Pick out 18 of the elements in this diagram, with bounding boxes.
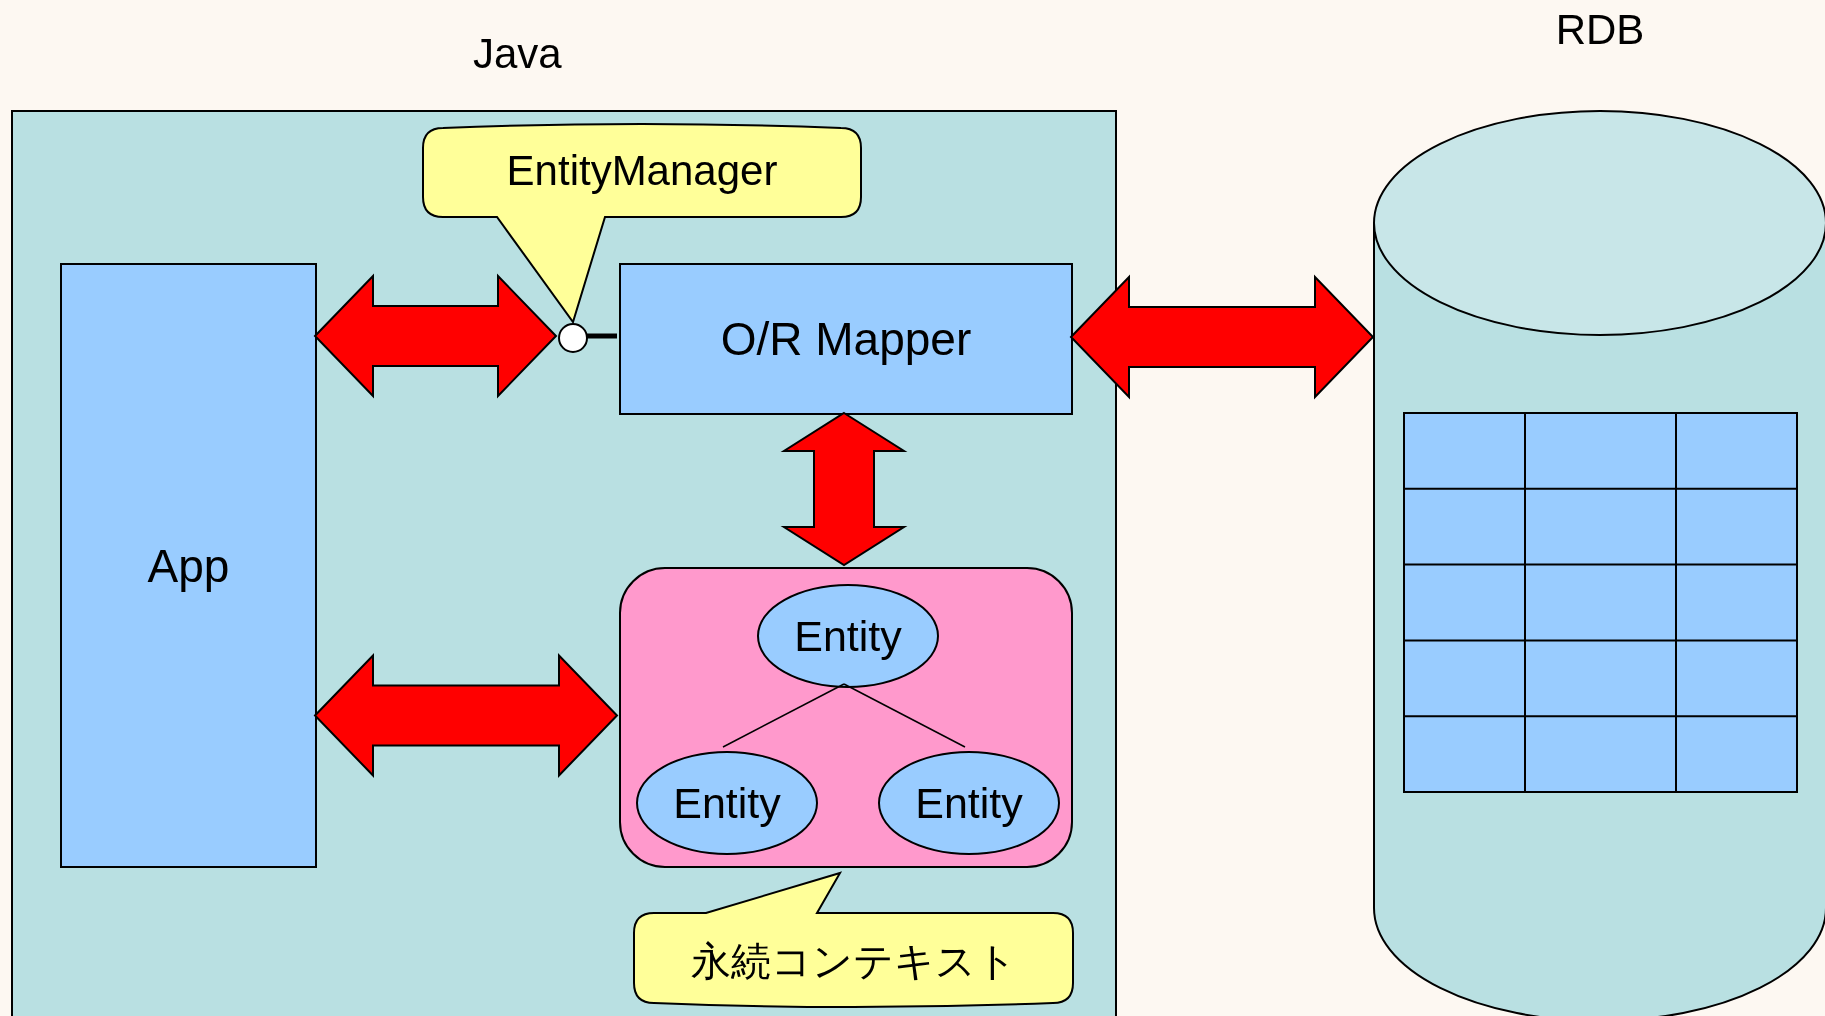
entity-ellipse: Entity — [636, 751, 818, 855]
connector-line — [843, 683, 966, 748]
block-arrow — [313, 653, 619, 778]
process-box: O/R Mapper — [619, 263, 1073, 415]
container-label: Java — [473, 30, 562, 78]
database-label: RDB — [1554, 6, 1646, 54]
block-arrow — [313, 273, 558, 399]
block-arrow — [1069, 274, 1375, 400]
connector-line — [722, 683, 845, 748]
connector-line — [586, 333, 617, 339]
callout-text: 永続コンテキスト — [689, 938, 1018, 985]
entity-ellipse: Entity — [878, 751, 1060, 855]
callout-text: EntityManager — [505, 147, 779, 196]
process-box: App — [60, 263, 317, 868]
context-box — [619, 567, 1073, 868]
interface-circle — [558, 323, 588, 353]
entity-ellipse: Entity — [757, 584, 939, 688]
block-arrow — [780, 411, 908, 567]
